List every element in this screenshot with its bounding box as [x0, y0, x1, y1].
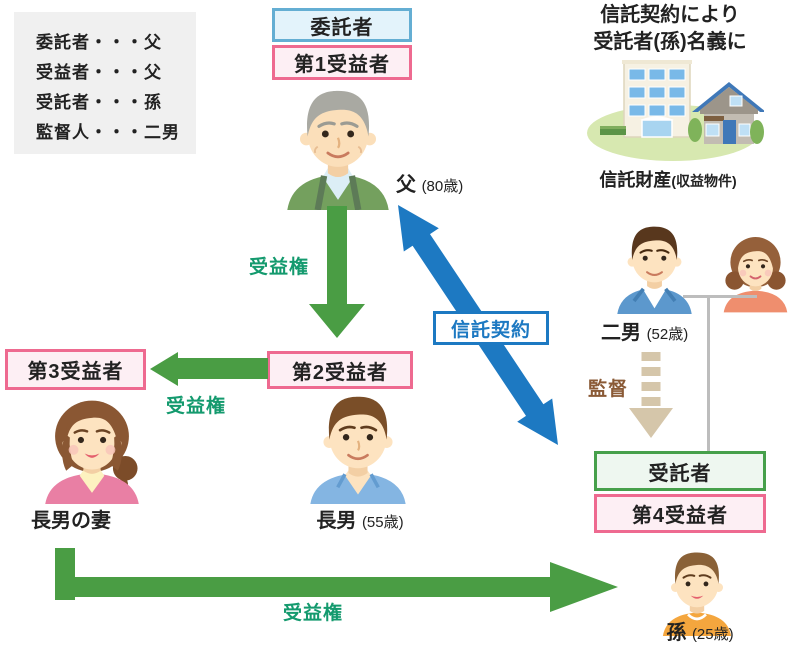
legend-line-beneficiary: 受益者・・・父 [36, 63, 162, 82]
header-note-line1: 信託契約により [600, 4, 740, 26]
header-note-line2: 受託者(孫)名義に [593, 31, 747, 53]
legend-box: 委託者・・・父 受益者・・・父 受託者・・・孫 監督人・・・二男 [14, 12, 196, 154]
second-son-label: 二男 (52歳) [601, 316, 688, 345]
supervision-label: 監督 [588, 379, 629, 400]
father-avatar [287, 90, 389, 210]
box-beneficiary3: 第3受益者 [5, 349, 146, 390]
grandson-avatar [662, 552, 732, 636]
box-beneficiary2: 第2受益者 [267, 351, 413, 389]
legend-line-supervisor: 監督人・・・二男 [36, 123, 180, 142]
beneficiary-right-label-1: 受益権 [249, 257, 310, 278]
legend-line-trustee: 受託者・・・孫 [36, 93, 162, 112]
eldest-son-age: (55歳) [361, 514, 404, 531]
father-age: (80歳) [421, 178, 464, 195]
eldest-son-wife-name: 長男の妻 [31, 510, 111, 532]
beneficiary-right-label-2: 受益権 [166, 396, 227, 417]
supervision-arrow [629, 352, 673, 438]
trust-property-label-sub: (収益物件) [671, 173, 737, 189]
eldest-son-wife-label: 長男の妻 [15, 504, 127, 533]
second-son-avatar [617, 226, 692, 314]
father-label: 父 (80歳) [396, 168, 463, 197]
box-trustee: 受託者 [594, 451, 766, 491]
box-beneficiary1: 第1受益者 [272, 45, 412, 80]
trust-property-label: 信託財産(収益物件) [568, 166, 768, 192]
legend-line-settlor: 委託者・・・父 [36, 33, 162, 52]
eldest-son-wife-avatar [45, 400, 139, 504]
grandson-age: (25歳) [691, 626, 734, 643]
second-son-age: (52歳) [646, 326, 689, 343]
descendant-connector-line [707, 295, 710, 453]
trust-property-illustration [587, 60, 764, 161]
house [692, 82, 764, 144]
box-beneficiary4: 第4受益者 [594, 494, 766, 533]
second-son-wife-avatar [723, 237, 788, 313]
trust-property-label-main: 信託財産 [599, 170, 672, 190]
father-name: 父 [396, 174, 416, 196]
beneficiary-right-arrow-long [55, 548, 618, 612]
box-settlor: 委託者 [272, 8, 412, 42]
beneficiary-right-arrow-down [309, 206, 365, 338]
trust-contract-label: 信託契約 [433, 311, 549, 345]
grandson-name: 孫 [666, 622, 687, 644]
header-note: 信託契約により 受託者(孫)名義に [558, 2, 782, 56]
eldest-son-label: 長男 (55歳) [300, 504, 420, 533]
beneficiary-right-arrow-left [150, 352, 268, 386]
eldest-son-avatar [310, 396, 406, 504]
eldest-son-name: 長男 [316, 510, 357, 532]
second-son-name: 二男 [601, 322, 641, 344]
couple-connector-line [683, 295, 757, 298]
beneficiary-right-label-3: 受益権 [283, 603, 344, 624]
grandson-label: 孫 (25歳) [640, 616, 760, 645]
